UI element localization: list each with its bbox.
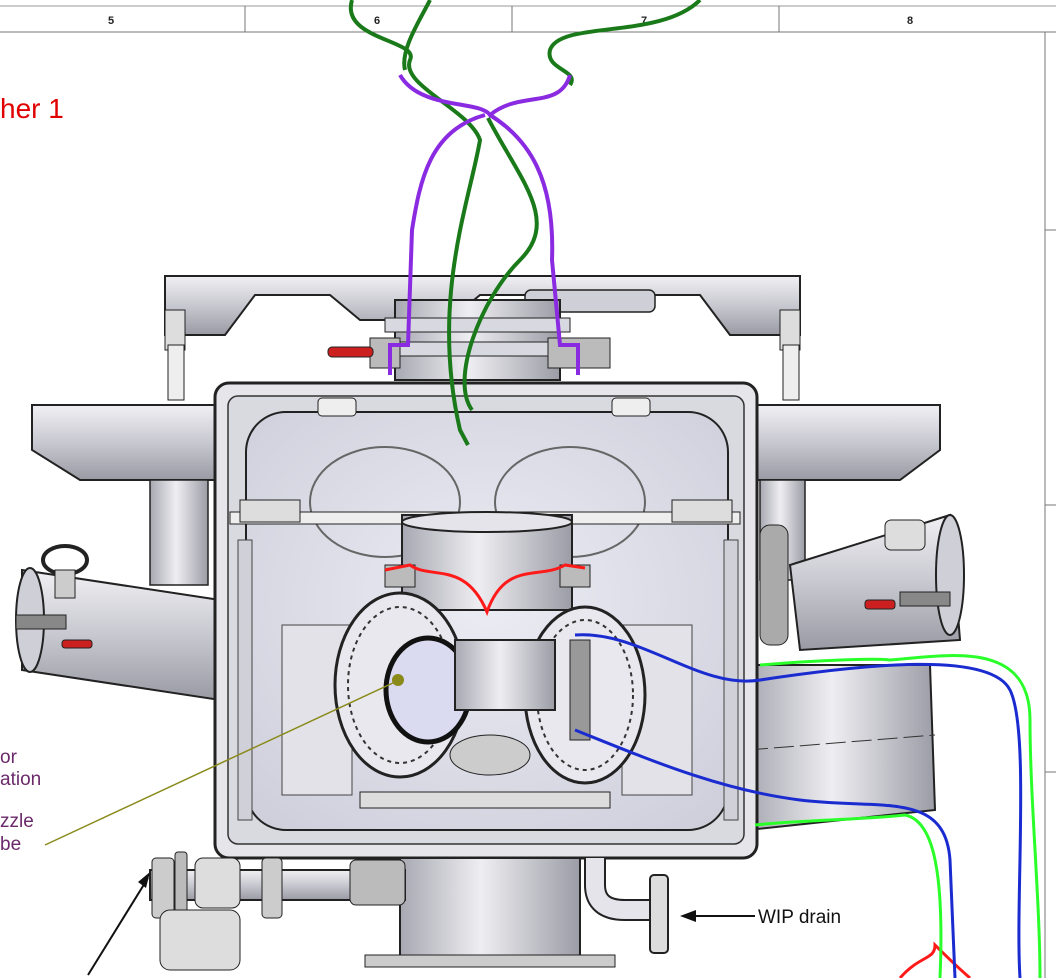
zone-label-5: 5 [108,15,114,27]
green-cable [348,0,702,446]
chamber-box [213,381,759,860]
glove-port-left [333,591,473,779]
right-duct [747,664,937,832]
side-shelves [31,404,941,586]
nozzle-annotation-line1: zzle [0,811,34,832]
internal-drum [384,511,591,611]
blue-cable [574,633,1023,978]
left-annotation-line1: or [0,747,18,768]
cable-overlays [348,0,1042,978]
zone-label-6: 6 [374,15,380,27]
left-annotation-line2: ation [0,769,41,790]
zone-label-7: 7 [641,15,647,27]
red-cable [384,563,586,617]
zone-label-8: 8 [907,15,913,27]
wip-drain-pipe [584,858,669,954]
wip-drain-leader [680,910,755,922]
lime-cable [754,654,1042,978]
purple-cable [388,73,580,375]
right-port [759,513,965,652]
nozzle-annotation-line2: be [0,834,21,855]
nozzle-leader [44,674,404,846]
bottom-outlet [364,857,616,968]
wip-drain-label: WIP drain [758,907,841,928]
chamber-title: her 1 [0,93,64,124]
top-port [327,299,611,381]
red-cable-bottom [898,941,971,978]
center-tee [359,639,611,809]
valve-leader [87,872,150,976]
valve-assembly [149,851,406,971]
